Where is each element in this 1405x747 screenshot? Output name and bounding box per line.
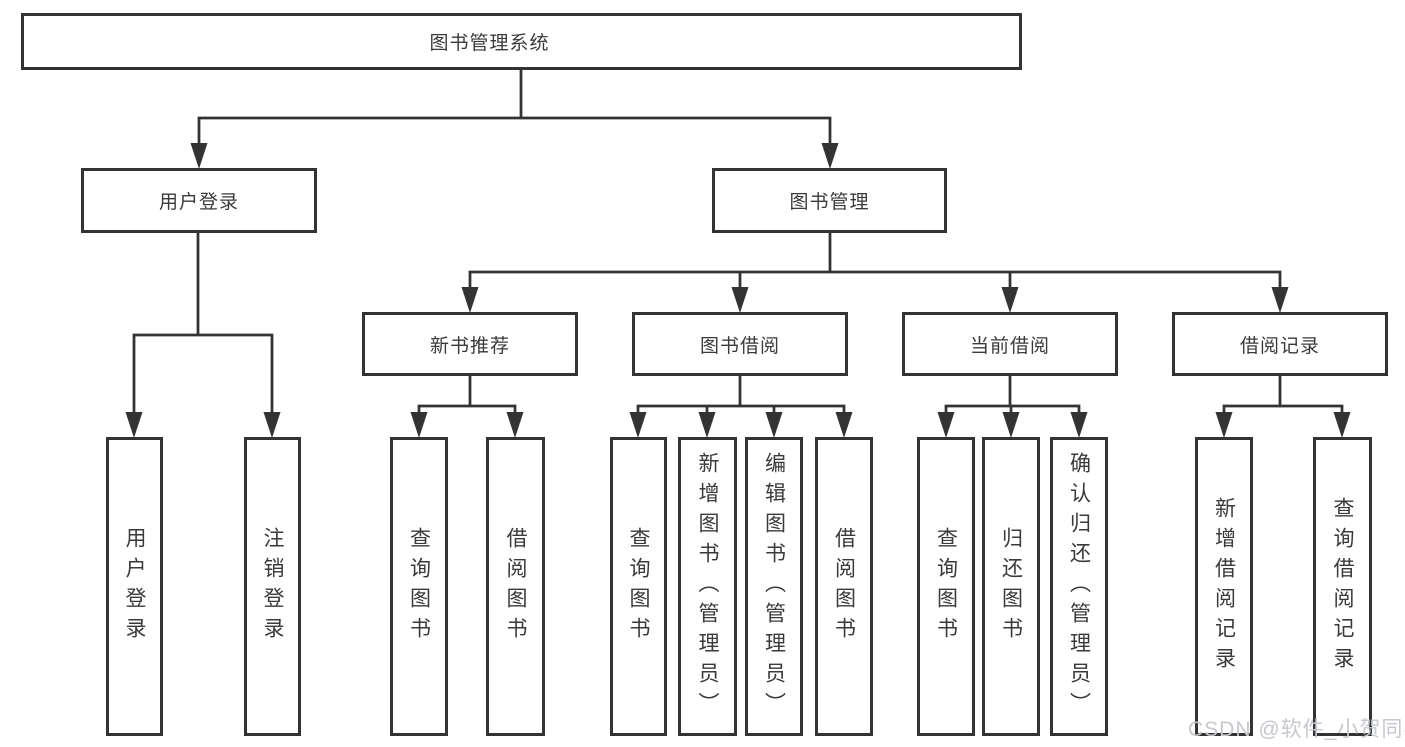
arrowhead-icon (731, 287, 749, 313)
node-new-book-recommend: 新书推荐 (362, 312, 578, 376)
node-current-borrow: 当前借阅 (902, 312, 1118, 376)
node-book-management-label: 图书管理 (789, 192, 870, 213)
leaf-borrow-books-recommend: 借阅图书 (486, 437, 545, 736)
node-current-borrow-label: 当前借阅 (969, 335, 1050, 357)
connector-stems (132, 70, 1344, 414)
leaf-query-books-current: 查询图书 (917, 437, 975, 736)
leaf-user-login-label: 用户登录 (123, 526, 146, 647)
leaf-query-borrow-record: 查询借阅记录 (1313, 437, 1372, 736)
arrowhead-icon (410, 412, 428, 438)
node-book-borrow-label: 图书借阅 (699, 335, 780, 357)
arrowhead-icon (835, 412, 853, 438)
leaf-user-login: 用户登录 (106, 437, 163, 736)
leaf-logout-login: 注销登录 (244, 437, 301, 736)
leaf-query-books-recommend-label: 查询图书 (407, 526, 431, 647)
leaf-query-borrow-record-label: 查询借阅记录 (1331, 496, 1354, 677)
leaf-add-borrow-record: 新增借阅记录 (1195, 437, 1253, 736)
leaf-logout-login-label: 注销登录 (261, 526, 284, 647)
arrowhead-icon (1215, 412, 1233, 438)
leaf-edit-books-admin-label: 编辑图书（管理员） (762, 451, 786, 722)
node-user-login: 用户登录 (81, 168, 317, 233)
leaf-query-books-borrow: 查询图书 (610, 437, 667, 736)
arrowhead-icon (1002, 412, 1020, 438)
leaf-borrow-books-borrow: 借阅图书 (815, 437, 873, 736)
leaf-borrow-books-recommend-label: 借阅图书 (504, 526, 527, 647)
node-borrow-record: 借阅记录 (1172, 312, 1388, 376)
leaf-borrow-books-borrow-label: 借阅图书 (832, 526, 856, 647)
leaf-query-books-borrow-label: 查询图书 (627, 526, 650, 647)
node-root-label: 图书管理系统 (429, 33, 550, 54)
arrowhead-icon (461, 287, 479, 313)
node-book-management: 图书管理 (712, 168, 947, 233)
leaf-query-books-recommend: 查询图书 (390, 437, 448, 736)
arrowheads (125, 143, 1351, 438)
node-new-book-recommend-label: 新书推荐 (429, 335, 510, 357)
arrowhead-icon (698, 412, 716, 438)
arrowhead-icon (1070, 412, 1088, 438)
arrowhead-icon (937, 412, 955, 438)
arrowhead-icon (263, 412, 281, 438)
arrowhead-icon (821, 143, 839, 169)
arrowhead-icon (190, 143, 208, 169)
csdn-watermark: CSDN @软件_小贺同学 (1188, 718, 1405, 741)
leaf-edit-books-admin: 编辑图书（管理员） (745, 437, 803, 736)
arrowhead-icon (1001, 287, 1019, 313)
leaf-add-books-admin-label: 新增图书（管理员） (696, 451, 719, 722)
leaf-confirm-return-admin-label: 确认归还（管理员） (1067, 451, 1091, 722)
leaf-add-books-admin: 新增图书（管理员） (678, 437, 737, 736)
arrowhead-icon (1271, 287, 1289, 313)
leaf-return-books-label: 归还图书 (999, 526, 1023, 647)
leaf-add-borrow-record-label: 新增借阅记录 (1212, 496, 1236, 677)
leaf-query-books-current-label: 查询图书 (934, 526, 958, 647)
arrowhead-icon (1333, 412, 1351, 438)
arrowhead-icon (629, 412, 647, 438)
arrowhead-icon (506, 412, 524, 438)
node-book-borrow: 图书借阅 (632, 312, 848, 376)
node-borrow-record-label: 借阅记录 (1239, 335, 1320, 357)
node-root-library-management-system: 图书管理系统 (21, 13, 1022, 70)
arrowhead-icon (765, 412, 783, 438)
node-user-login-label: 用户登录 (158, 192, 239, 213)
arrowhead-icon (125, 412, 143, 438)
leaf-return-books: 归还图书 (982, 437, 1040, 736)
leaf-confirm-return-admin: 确认归还（管理员） (1050, 437, 1108, 736)
